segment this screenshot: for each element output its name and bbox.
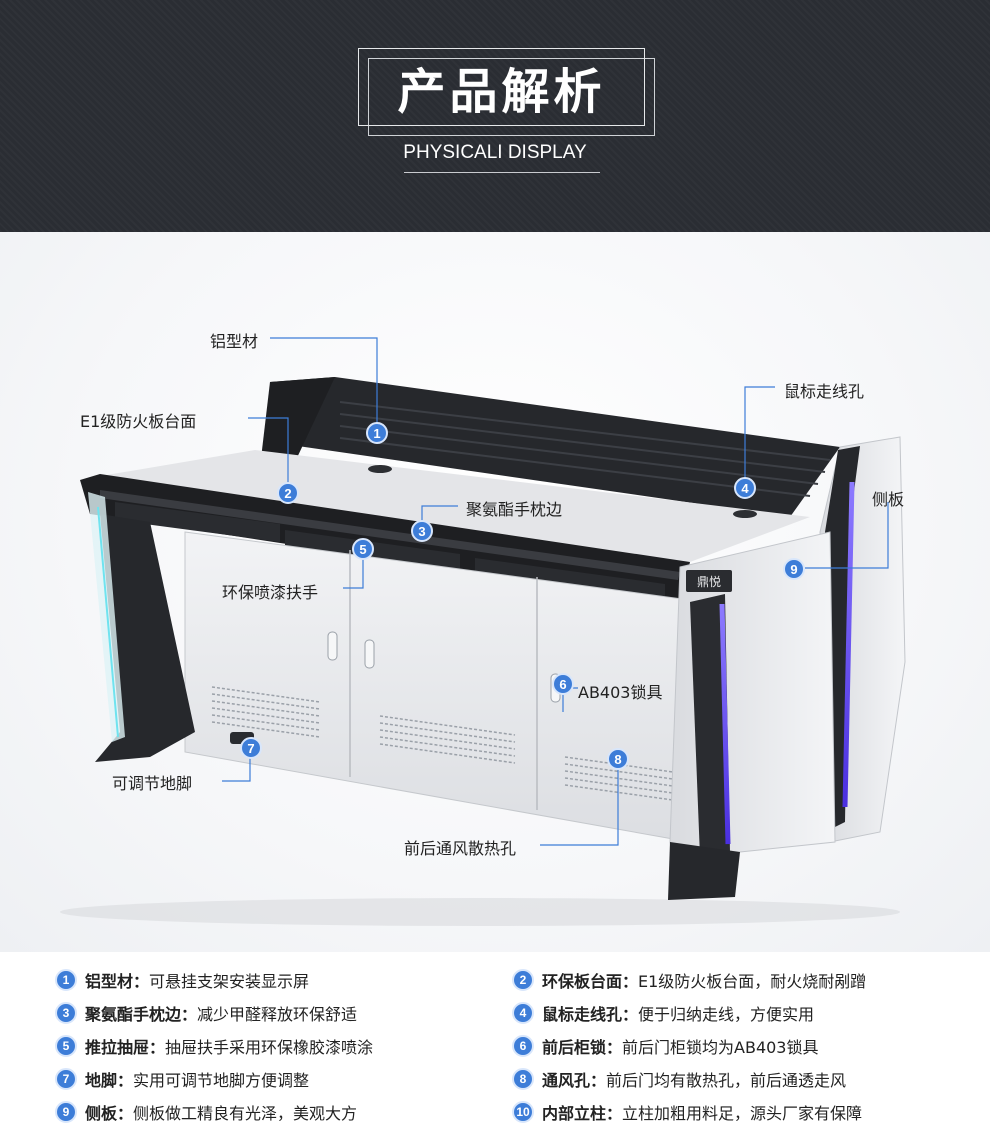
feature-name: 鼠标走线孔： [542,1005,639,1024]
feature-desc: 前后门柜锁均为AB403锁具 [622,1038,819,1057]
feature-badge: 4 [512,1002,534,1024]
feature-name: 聚氨酯手枕边： [85,1005,198,1024]
feature-item-9: 9 侧板： 侧板做工精良有光泽，美观大方 [55,1100,357,1124]
left-leg-led [97,506,119,738]
feature-desc: 可悬挂支架安装显示屏 [149,972,310,991]
feature-item-5: 5 推拉抽屉： 抽屉扶手采用环保橡胶漆喷涂 [55,1034,373,1058]
feature-badge: 5 [55,1035,77,1057]
feature-desc: E1级防火板台面，耐火烧耐剐蹭 [638,972,867,991]
callout-badge-5: 5 [352,538,374,560]
product-stage: 鼎悦 铝型材 E1级防火板台面 聚氨酯手枕边 鼠标走线孔 环保喷漆扶手 AB40… [0,232,990,952]
console-desk-illustration: 鼎悦 [60,337,906,926]
callout-badge-9: 9 [783,558,805,580]
drawer-handle-left [115,502,280,542]
front-foot [668,842,740,900]
front-led-strip [719,603,731,845]
feature-name: 推拉抽屉： [85,1038,166,1057]
feature-name: 地脚： [85,1071,134,1090]
feature-desc: 立柱加粗用料足，源头厂家有保障 [622,1104,863,1123]
callout-label-7: 可调节地脚 [112,774,193,793]
feature-badge: 2 [512,969,534,991]
callout-badge-6: 6 [552,673,574,695]
right-panel-black [825,446,860,827]
page-subtitle: PHYSICALI DISPLAY [403,142,587,163]
vent-grid-2 [379,715,516,764]
brand-plate [686,570,732,592]
feature-name: 内部立柱： [542,1104,623,1123]
leader-lines [222,337,889,846]
feature-item-4: 4 鼠标走线孔： 便于归纳走线，方便实用 [512,1001,814,1025]
leader-5 [343,550,364,589]
callout-label-4: 鼠标走线孔 [784,382,865,401]
callout-badge-4: 4 [734,477,756,499]
page-title: 产品解析 [397,64,606,120]
left-leg-glass [88,492,125,742]
side-led-strip [842,481,855,808]
feature-desc: 前后门均有散热孔，前后通透走风 [606,1071,847,1090]
cable-hole-1 [368,465,392,473]
feature-item-6: 6 前后柜锁： 前后门柜锁均为AB403锁具 [512,1034,818,1058]
feature-item-2: 2 环保板台面： E1级防火板台面，耐火烧耐剐蹭 [512,968,866,992]
feature-badge: 1 [55,969,77,991]
brand-plate-text: 鼎悦 [697,575,721,589]
callout-label-5: 环保喷漆扶手 [222,583,319,602]
feature-badge: 8 [512,1068,534,1090]
vent-grid-1 [211,686,321,738]
callout-badge-8: 8 [607,748,629,770]
floor-shadow [60,898,900,926]
door-lock-1 [327,631,338,661]
vent-grid-3 [564,756,681,802]
armrest-highlight [100,490,680,580]
front-panel-cutout [690,594,730,857]
feature-desc: 侧板做工精良有光泽，美观大方 [133,1104,358,1123]
header-banner: 产品解析 PHYSICALI DISPLAY [0,0,990,232]
feature-name: 通风孔： [542,1071,607,1090]
cable-hole-2 [733,510,757,518]
callout-label-9: 侧板 [872,490,905,509]
leader-4 [744,386,775,487]
feature-badge: 9 [55,1101,77,1123]
callout-badge-7: 7 [240,737,262,759]
leader-8 [540,760,619,846]
title-frame: 产品解析 [358,48,645,126]
feature-list: 1 铝型材： 可悬挂支架安装显示屏 2 环保板台面： E1级防火板台面，耐火烧耐… [0,960,990,1145]
feature-name: 铝型材： [85,972,150,991]
feature-name: 前后柜锁： [542,1038,623,1057]
callout-label-8: 前后通风散热孔 [404,839,517,858]
callout-badge-3: 3 [411,520,433,542]
feature-name: 环保板台面： [542,972,639,991]
feature-item-7: 7 地脚： 实用可调节地脚方便调整 [55,1067,309,1091]
feature-badge: 6 [512,1035,534,1057]
feature-item-1: 1 铝型材： 可悬挂支架安装显示屏 [55,968,309,992]
callout-label-1: 铝型材 [210,332,259,351]
feature-badge: 7 [55,1068,77,1090]
callout-label-2: E1级防火板台面 [80,412,197,431]
feature-item-10: 10 内部立柱： 立柱加粗用料足，源头厂家有保障 [512,1100,862,1124]
subtitle-underline [404,172,600,173]
callout-badge-2: 2 [277,482,299,504]
feature-desc: 抽屉扶手采用环保橡胶漆喷涂 [165,1038,374,1057]
feature-desc: 便于归纳走线，方便实用 [638,1005,815,1024]
feature-name: 侧板： [85,1104,134,1123]
profile-grooves [339,401,831,497]
feature-badge: 3 [55,1002,77,1024]
feature-badge: 10 [512,1101,534,1123]
callout-badge-1: 1 [366,422,388,444]
leader-9 [805,502,889,569]
feature-item-8: 8 通风孔： 前后门均有散热孔，前后通透走风 [512,1067,846,1091]
feature-desc: 实用可调节地脚方便调整 [133,1071,310,1090]
feature-item-3: 3 聚氨酯手枕边： 减少甲醛释放环保舒适 [55,1001,357,1025]
callout-label-3: 聚氨酯手枕边 [466,500,563,519]
leader-2 [248,417,289,494]
callout-label-6: AB403锁具 [578,683,663,702]
feature-desc: 减少甲醛释放环保舒适 [197,1005,358,1024]
profile-left-cap [260,377,335,467]
title-frame-back [368,58,655,136]
leader-1 [270,337,378,432]
door-lock-2 [364,639,375,669]
